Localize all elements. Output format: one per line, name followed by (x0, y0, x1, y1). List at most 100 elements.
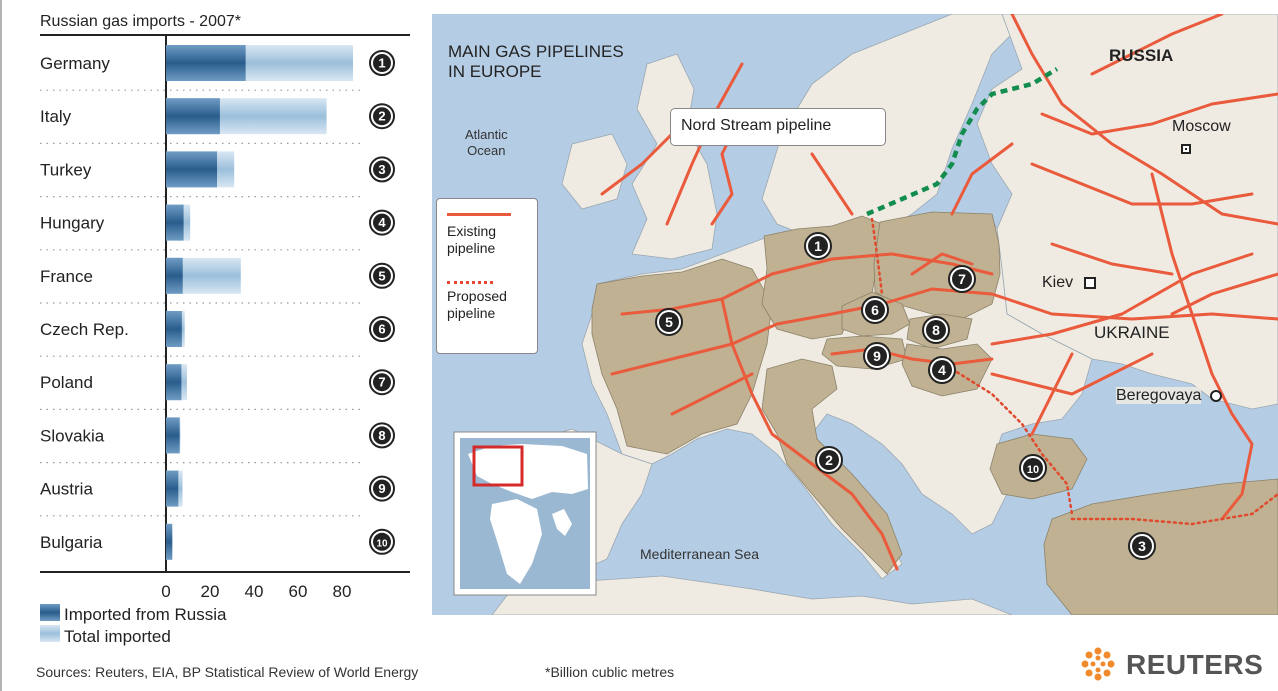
row-marker-disc (373, 160, 391, 179)
legend-existing-line2: pipeline (447, 240, 496, 256)
label-kiev: Kiev (1042, 274, 1096, 292)
map-marker-number: 2 (825, 452, 833, 468)
bar-imported-from-russia (166, 98, 220, 135)
map-title-line1: MAIN GAS PIPELINES (448, 42, 624, 61)
chart-title: Russian gas imports - 2007* (40, 13, 241, 30)
row-marker-disc (373, 479, 391, 498)
kiev-marker (1083, 276, 1096, 289)
row-marker-number: 4 (378, 215, 386, 230)
map-marker-disc (932, 360, 952, 380)
label-russia: RUSSIA (1109, 46, 1174, 65)
row-marker-number: 1 (378, 56, 385, 71)
category-label: Poland (40, 373, 93, 392)
nord-stream-pipeline (866, 67, 1059, 217)
unit-footnote: *Billion cublic metres (545, 664, 675, 680)
bar-imported-from-russia (166, 470, 179, 507)
map-marker-number: 6 (871, 302, 879, 318)
row-marker-disc (373, 532, 391, 551)
proposed-pipelines (870, 217, 1278, 526)
category-label: France (40, 267, 93, 286)
legend-existing-line1: Existing (447, 223, 497, 239)
nord-stream-callout: Nord Stream pipeline (670, 108, 886, 146)
category-label: Germany (40, 54, 110, 73)
ocean-label: Atlantic Ocean (465, 127, 508, 159)
legend-label-total: Total imported (64, 627, 171, 646)
map-marker-number: 10 (1027, 464, 1039, 476)
label-moscow: Moscow (1172, 118, 1231, 154)
category-label: Bulgaria (40, 533, 103, 552)
label-beregovaya: Beregovaya (1116, 387, 1222, 405)
map-marker-number: 5 (665, 314, 673, 330)
country-turkey (1043, 478, 1278, 615)
legend-swatch-total (40, 625, 60, 642)
russian-gas-imports-chart: Russian gas imports - 2007* Germany 1Ital… (40, 13, 410, 646)
row-marker-number: 3 (378, 162, 385, 177)
legend-existing-label: Existing pipeline (447, 223, 496, 257)
reuters-logo-icon (1081, 647, 1115, 681)
category-label: Slovakia (40, 426, 105, 445)
legend-proposed-label: Proposed pipeline (447, 288, 507, 322)
inset-focus-box (472, 445, 524, 487)
bar-imported-from-russia (166, 311, 182, 347)
legend-proposed-line2: pipeline (447, 305, 496, 321)
row-marker-number: 6 (378, 322, 385, 337)
existing-pipelines (600, 14, 1278, 571)
bar-imported-from-russia (166, 417, 180, 454)
row-marker-number: 9 (378, 481, 385, 496)
map-marker-number: 4 (938, 362, 946, 378)
x-tick-label: 20 (201, 582, 220, 601)
moscow-marker (1181, 144, 1191, 154)
map-marker-number: 1 (814, 238, 822, 254)
map-legend: Existing pipeline Proposed pipeline (436, 198, 538, 354)
row-marker-number: 7 (378, 375, 385, 390)
inset-world-map (453, 431, 597, 596)
map-marker-disc (1132, 536, 1152, 556)
map-marker-disc (865, 300, 885, 320)
category-label: Austria (40, 480, 93, 499)
row-marker-disc (373, 373, 391, 392)
category-label: Hungary (40, 214, 105, 233)
beregovaya-marker (1209, 389, 1222, 402)
sources-note: Sources: Reuters, EIA, BP Statistical Re… (36, 664, 419, 680)
x-tick-label: 80 (333, 582, 352, 601)
map-marker-number: 8 (932, 322, 940, 338)
row-marker-disc (373, 320, 391, 338)
row-marker-number: 2 (378, 109, 385, 124)
bar-imported-from-russia (166, 204, 184, 241)
x-tick-label: 0 (161, 582, 170, 601)
row-marker-disc (373, 266, 391, 285)
x-tick-label: 40 (245, 582, 264, 601)
legend-proposed-line1: Proposed (447, 288, 507, 304)
map-marker-disc (819, 450, 839, 470)
map-title: MAIN GAS PIPELINES IN EUROPE (448, 42, 624, 82)
map-marker-disc (926, 320, 946, 340)
map-marker-disc (808, 236, 828, 256)
bar-imported-from-russia (166, 45, 246, 81)
legend-proposed-swatch (447, 281, 493, 284)
legend-existing-swatch (447, 213, 511, 216)
map-marker-number: 3 (1138, 538, 1146, 554)
legend-label-russia: Imported from Russia (64, 605, 227, 624)
row-marker-disc (373, 107, 391, 126)
ocean-label-line1: Atlantic (465, 127, 508, 142)
bar-imported-from-russia (166, 151, 218, 188)
row-marker-number: 10 (376, 538, 388, 549)
map-marker-number: 7 (958, 271, 966, 287)
row-marker-disc (373, 54, 391, 72)
ocean-label-line2: Ocean (467, 143, 506, 158)
category-label: Italy (40, 107, 72, 126)
left-border-rule (0, 0, 2, 691)
map-marker-disc (1023, 458, 1043, 478)
map-marker-disc (659, 312, 679, 332)
bar-imported-from-russia (166, 364, 182, 401)
label-kiev-text: Kiev (1042, 274, 1074, 291)
bar-imported-from-russia (166, 257, 183, 294)
x-tick-label: 60 (289, 582, 308, 601)
land-britain (631, 53, 718, 260)
row-marker-number: 8 (378, 428, 385, 443)
row-marker-disc (373, 213, 391, 232)
legend-swatch-russia (40, 604, 60, 621)
label-moscow-text: Moscow (1172, 118, 1231, 135)
reuters-logo: REUTERS (1072, 645, 1272, 685)
